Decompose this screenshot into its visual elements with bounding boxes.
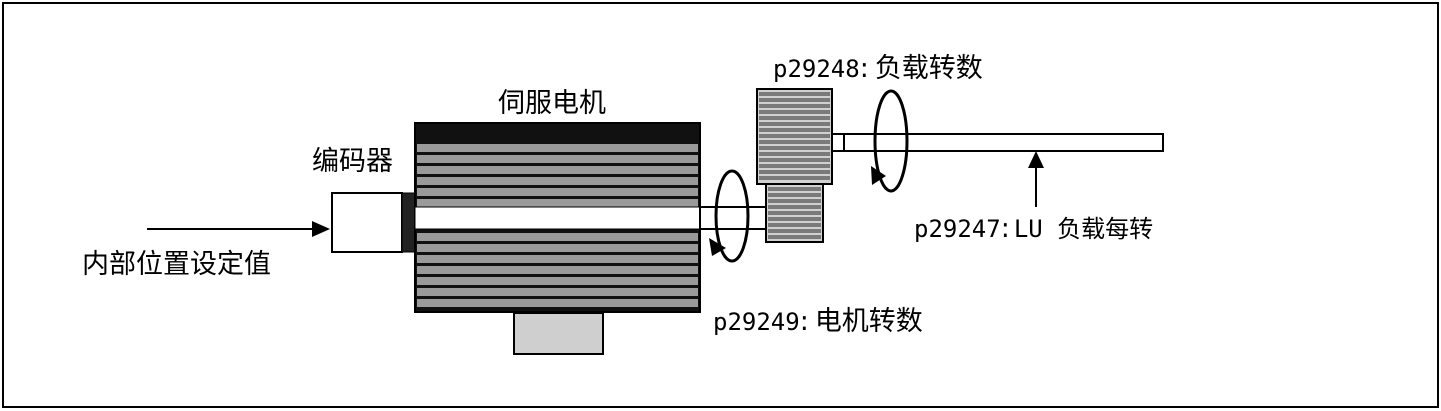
servo-motor-label: 伺服电机 [498,88,606,119]
gear-tooth [759,152,830,156]
motor-shaft [699,206,769,230]
p29248-code: p29248 [773,55,860,83]
motor-stripe [417,188,698,196]
motor-stripe [417,299,698,307]
motor-stripe [417,199,698,207]
setpoint-arrowhead-icon [312,221,330,237]
p29247-text: LU 负载每转 [1014,215,1153,243]
motor-rotation-arrow-icon [709,169,750,263]
motor-stripe [417,166,698,174]
gear-tooth [759,98,830,102]
gear-tooth [768,217,821,221]
load-rotation-arrow-icon [871,89,909,193]
p29249-label: p29249:电机转数 [713,306,923,337]
p29249-code: p29249 [713,308,800,336]
motor-stripe [417,144,698,152]
gear-tooth [759,176,830,180]
gear-tooth [759,104,830,108]
gear-tooth [759,92,830,96]
encoder-coupling [401,192,416,253]
gear-tooth [759,158,830,162]
gear-tooth [759,122,830,126]
gear-tooth [768,235,821,239]
gear-tooth [759,140,830,144]
p29248-sep: : [860,53,869,84]
motor-stripe [417,266,698,274]
motor-stripe [417,177,698,185]
encoder-label: 编码器 [312,146,393,177]
motor-gear [765,183,824,243]
p29247-label: p29247:LU 负载每转 [914,213,1153,244]
load-shaft-bar [843,133,1164,152]
motor-stripe [417,233,698,241]
p29248-label: p29248:负载转数 [773,53,983,84]
motor-stripe [417,155,698,163]
gear-tooth [768,229,821,233]
gear-tooth [768,223,821,227]
gear-tooth [768,205,821,209]
load-gear [756,88,833,185]
gear-tooth [768,187,821,191]
motor-stripe [417,288,698,296]
gear-tooth [759,128,830,132]
servo-motor [414,122,701,313]
p29249-sep: : [800,306,809,337]
gear-tooth [759,164,830,168]
load-shaft [831,133,845,152]
gear-tooth [759,110,830,114]
gear-tooth [768,211,821,215]
motor-stripe [417,255,698,263]
gear-tooth [759,146,830,150]
p29248-text: 负载转数 [875,53,983,84]
lu-pointer-arrowhead-icon [1028,151,1044,168]
gear-tooth [768,199,821,203]
motor-stripe [417,244,698,252]
motor-stripe [417,277,698,285]
gear-tooth [759,116,830,120]
gear-tooth [759,134,830,138]
p29247-code: p29247 [914,215,1001,243]
encoder-box [331,192,403,253]
p29247-sep: : [1001,213,1010,244]
motor-mount [513,312,604,355]
gear-tooth [768,193,821,197]
p29249-text: 电机转数 [815,306,923,337]
internal-setpoint-label: 内部位置设定值 [82,249,271,280]
gear-tooth [759,170,830,174]
